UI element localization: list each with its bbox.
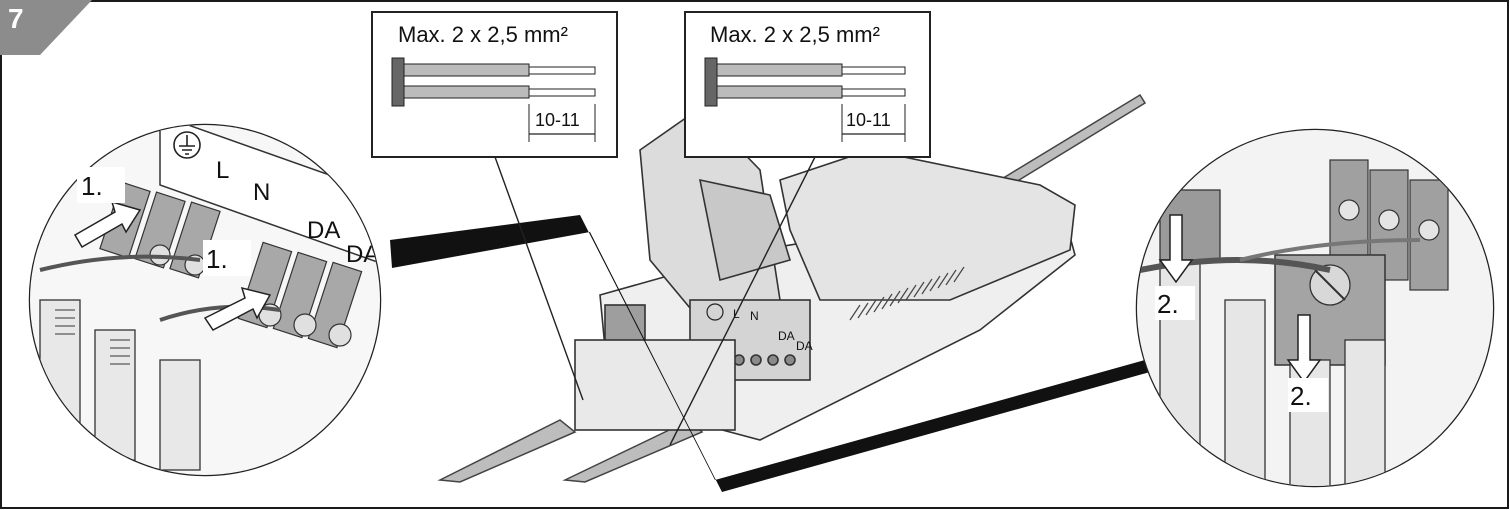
step-2-label-b: 2. [1288, 378, 1328, 412]
insert-arrows [73, 200, 272, 331]
svg-text:2.: 2. [1290, 381, 1312, 411]
zoom-connector-left [390, 215, 1150, 492]
detail-cables [39, 254, 281, 322]
svg-text:1.: 1. [206, 244, 228, 274]
terminal-label-DA-1: DA [307, 217, 340, 244]
terminal-label-N: N [253, 179, 270, 206]
device-terminal-N: N [750, 309, 759, 323]
svg-text:1.: 1. [81, 171, 103, 201]
step-1-label-b: 1. [203, 240, 251, 276]
inset-leader-lines [494, 156, 816, 446]
earth-symbol [173, 131, 201, 159]
wire-strip-inset-1: Max. 2 x 2,5 mm² 10-11 [371, 11, 618, 158]
device-grille [849, 266, 965, 321]
press-arrows [1158, 214, 1322, 384]
figure-number-badge: 7 [0, 0, 92, 55]
device-terminal-DA-2: DA [796, 339, 813, 353]
left-detail-view: L N DA DA [28, 123, 382, 477]
step-2-label-a: 2. [1155, 286, 1195, 320]
svg-text:2.: 2. [1157, 289, 1179, 319]
step-1-label-a: 1. [77, 167, 125, 203]
figure-number-label: 7 [8, 3, 24, 34]
inset-1-strip-length: 10-11 [535, 110, 580, 130]
right-detail-view: 2. 2. [1135, 128, 1495, 488]
wire-strip-inset-2: Max. 2 x 2,5 mm² 10-11 [684, 11, 931, 158]
device-terminal-DA-1: DA [778, 329, 795, 343]
inset-2-title: Max. 2 x 2,5 mm² [710, 22, 880, 47]
inset-1-title: Max. 2 x 2,5 mm² [398, 22, 568, 47]
cables [437, 93, 1147, 483]
inset-2-strip-length: 10-11 [846, 110, 891, 130]
device-body [574, 106, 1076, 441]
terminal-label-L: L [216, 157, 229, 184]
